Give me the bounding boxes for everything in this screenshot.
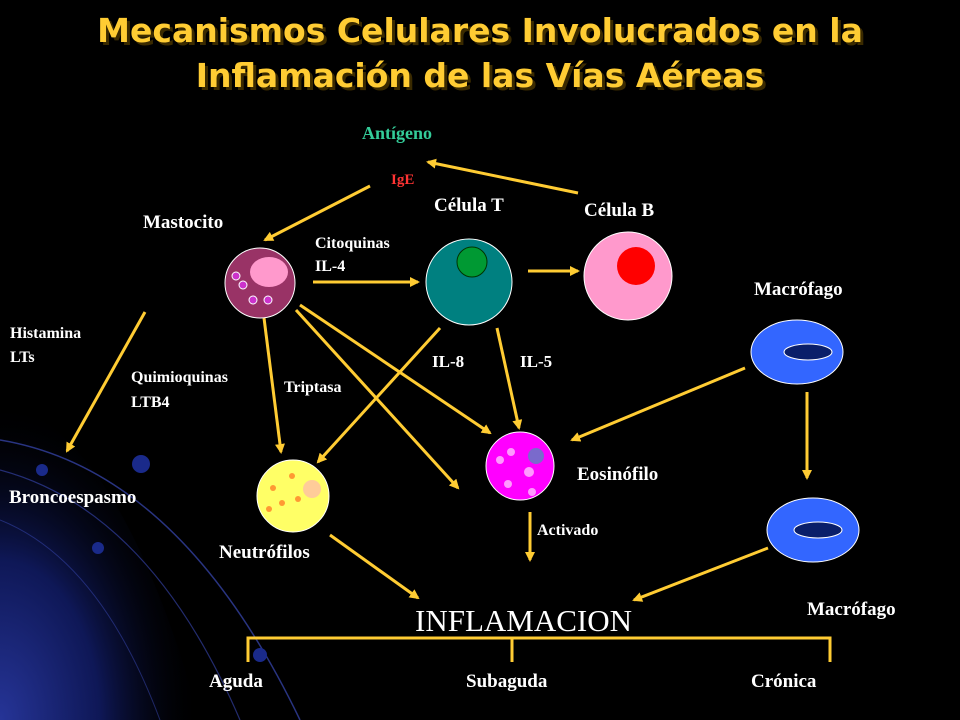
title-line-1-shadow: Mecanismos Celulares Involucrados en la [100, 14, 866, 53]
celula-t-label: Célula T [434, 195, 504, 216]
celula-b-label: Célula B [584, 200, 655, 221]
triptasa-label: Triptasa [284, 379, 341, 396]
lts-label: LTs [10, 349, 35, 366]
macrofago-top-cell [750, 319, 844, 385]
macrofago-bottom-cell [766, 497, 860, 563]
ltb4-label: LTB4 [131, 394, 170, 411]
ige-label: IgE [391, 172, 414, 188]
quimioquinas-label: Quimioquinas [131, 369, 228, 386]
arrow-celula-t-to-eosinofilo [495, 327, 523, 430]
mastocito-label: Mastocito [143, 212, 223, 233]
aguda-label: Aguda [209, 671, 263, 692]
citoquinas-label: Citoquinas [315, 235, 390, 252]
neutrofilos-label: Neutrófilos [219, 542, 310, 563]
cronica-label: Crónica [751, 671, 817, 692]
neutrofilo-cell [256, 459, 330, 533]
inflammation-bracket [246, 636, 832, 662]
arrow-macrofago-to-inflamacion [632, 546, 769, 602]
arrow-celula-b-to-ige [426, 158, 579, 195]
celula-t-cell [425, 238, 513, 326]
title-line-1: Mecanismos Celulares Involucrados en la [97, 11, 863, 50]
subaguda-label: Subaguda [466, 671, 548, 692]
arrow-mastocito-to-neutrofilos [262, 317, 285, 454]
page-title: Mecanismos Celulares Involucrados en la … [97, 11, 866, 98]
celula-b-cell [583, 231, 673, 321]
il8-label: IL-8 [432, 352, 464, 371]
title-line-2: Inflamación de las Vías Aéreas [196, 56, 765, 95]
antigeno-label: Antígeno [362, 123, 432, 143]
macrofago-top-label: Macrófago [754, 279, 843, 300]
eosinofilo-cell [485, 431, 555, 501]
arrow-mastocito-to-eosinofilo [299, 303, 492, 435]
arrow-to-broncoespasmo [65, 311, 147, 453]
background-decoration [0, 400, 301, 720]
histamina-label: Histamina [10, 325, 81, 342]
il4-label: IL-4 [315, 258, 345, 275]
macrofago-bottom-label: Macrófago [807, 599, 896, 620]
broncoespasmo-label: Broncoespasmo [9, 487, 136, 508]
arrow-macrofago-to-eosinofilo [570, 366, 746, 442]
il5-label: IL-5 [520, 352, 552, 371]
eosinofilo-label: Eosinófilo [577, 464, 658, 485]
mastocito-cell [224, 247, 296, 319]
arrow-celula-t-to-neutrofilos [316, 326, 442, 464]
arrow-neutrofilos-to-inflamacion [329, 533, 420, 600]
arrow-ige-to-mastocito [263, 184, 371, 242]
inflamacion-label: INFLAMACION [415, 603, 632, 638]
activado-label: Activado [537, 522, 598, 539]
arrows [65, 158, 812, 602]
title-line-2-shadow: Inflamación de las Vías Aéreas [199, 59, 768, 98]
